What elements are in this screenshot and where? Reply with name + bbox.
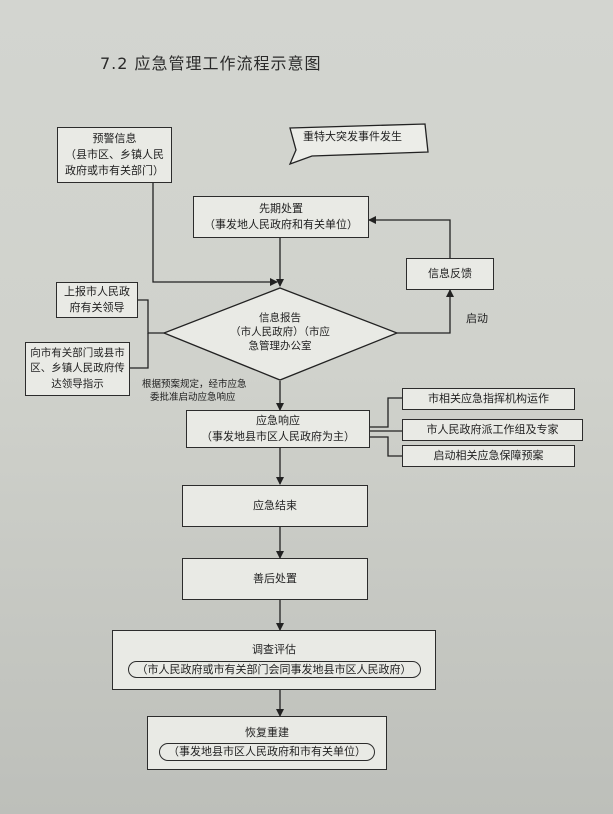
page-title: 7.2 应急管理工作流程示意图 xyxy=(100,54,322,73)
info-report-title: 信息报告 xyxy=(259,312,301,324)
emergency-end-box: 应急结束 xyxy=(182,485,368,527)
initial-handling-box: 先期处置 （事发地人民政府和有关单位） xyxy=(193,196,369,238)
link-guarantee xyxy=(370,436,402,457)
link-cmd xyxy=(370,397,402,428)
approval-note-line1: 根据预案规定，经市应急 xyxy=(142,379,247,390)
work-team-box: 市人民政府派工作组及专家 xyxy=(402,419,583,441)
info-report-diamond-shape xyxy=(162,287,399,381)
rebuild-title: 恢复重建 xyxy=(245,726,289,740)
report-leaders-line2: 府有关领导 xyxy=(69,301,125,314)
emergency-response-subtitle: （事发地县市区人民政府为主） xyxy=(201,430,355,443)
emergency-response-title: 应急响应 xyxy=(256,414,300,428)
arrow-feedback-to-initial xyxy=(368,216,451,258)
info-feedback-box: 信息反馈 xyxy=(406,258,494,290)
guarantee-plan-box: 启动相关应急保障预案 xyxy=(402,445,575,467)
guarantee-plan-label: 启动相关应急保障预案 xyxy=(433,449,544,463)
link-report-up xyxy=(138,299,165,334)
report-leaders-box: 上报市人民政 府有关领导 xyxy=(56,282,138,318)
aftermath-box: 善后处置 xyxy=(182,558,368,600)
arrow-report-to-feedback xyxy=(397,289,454,334)
info-report-text: 信息报告 （市人民政府）（市应 急管理办公室 xyxy=(220,311,340,354)
warning-info-box: 预警信息 （县市区、乡镇人民 政府或市有关部门） xyxy=(57,127,172,183)
report-leaders-line1: 上报市人民政 xyxy=(64,285,130,299)
command-operation-box: 市相关应急指挥机构运作 xyxy=(402,388,575,410)
info-report-line2: （市人民政府）（市应 xyxy=(230,326,330,339)
arrow-warning-to-report xyxy=(152,183,278,286)
relay-instructions-line1: 向市有关部门或县市 xyxy=(30,347,125,360)
warning-info-line3: 政府或市有关部门） xyxy=(65,163,164,177)
initial-handling-subtitle: （事发地人民政府和有关单位） xyxy=(204,218,358,231)
approval-note-line2: 委批准启动应急响应 xyxy=(150,391,236,403)
emergency-response-box: 应急响应 （事发地县市区人民政府为主） xyxy=(186,410,370,448)
link-notify xyxy=(130,333,149,369)
investigation-title: 调查评估 xyxy=(252,642,296,656)
info-feedback-label: 信息反馈 xyxy=(428,267,472,281)
event-callout-shape xyxy=(288,123,429,166)
info-report-line3: 急管理办公室 xyxy=(248,340,312,353)
rebuild-subtitle: （事发地县市区人民政府和市有关单位） xyxy=(159,743,375,761)
initial-handling-title: 先期处置 xyxy=(259,202,303,216)
event-trigger-label: 重特大突发事件发生 xyxy=(303,130,402,143)
start-label: 启动 xyxy=(466,312,488,325)
warning-info-title: 预警信息 xyxy=(92,132,137,146)
command-operation-label: 市相关应急指挥机构运作 xyxy=(428,392,549,406)
rebuild-box: 恢复重建 （事发地县市区人民政府和市有关单位） xyxy=(147,716,387,770)
investigation-box: 调查评估 （市人民政府或市有关部门会同事发地县市区人民政府） xyxy=(112,630,436,690)
work-team-label: 市人民政府派工作组及专家 xyxy=(426,423,559,437)
approval-note: 根据预案规定，经市应急 委批准启动应急响应 xyxy=(142,379,247,405)
emergency-end-label: 应急结束 xyxy=(253,499,297,513)
relay-instructions-box: 向市有关部门或县市 区、乡镇人民政府传 达领导指示 xyxy=(25,342,130,396)
relay-instructions-line2: 区、乡镇人民政府传 xyxy=(30,362,125,375)
aftermath-label: 善后处置 xyxy=(253,572,297,586)
warning-info-line2: （县市区、乡镇人民 xyxy=(65,148,164,162)
investigation-subtitle: （市人民政府或市有关部门会同事发地县市区人民政府） xyxy=(127,660,421,679)
relay-instructions-line3: 达领导指示 xyxy=(51,377,104,390)
